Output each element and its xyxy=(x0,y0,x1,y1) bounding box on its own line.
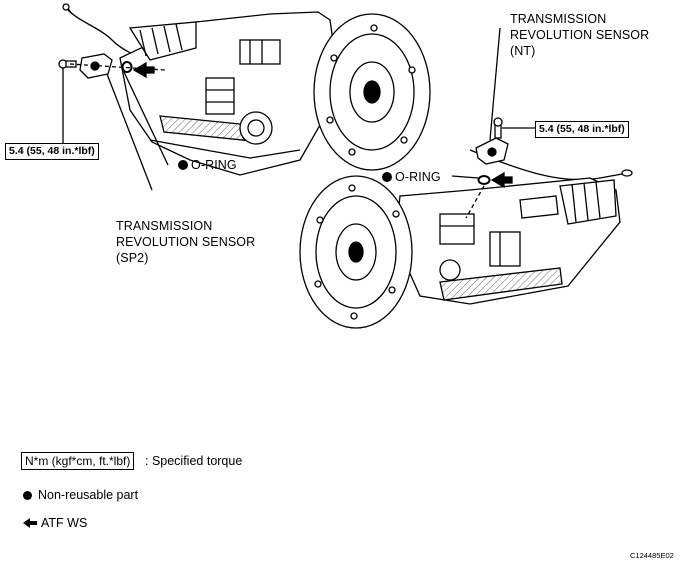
figure-code: C124485E02 xyxy=(630,551,674,560)
filled-dot-icon xyxy=(23,491,32,500)
lower-transmission-drawing xyxy=(299,149,633,329)
oring-label-left: O-RING xyxy=(178,157,237,173)
sensor-nt-label: TRANSMISSION REVOLUTION SENSOR (NT) xyxy=(510,12,650,58)
legend-torque-desc: : Specified torque xyxy=(145,454,243,468)
filled-dot-icon xyxy=(178,160,188,170)
legend-torque-box: N*m (kgf*cm, ft.*lbf) xyxy=(21,452,135,470)
sensor-sp2-label: TRANSMISSION REVOLUTION SENSOR (SP2) xyxy=(116,219,256,265)
upper-sensor-parts xyxy=(58,53,169,191)
lower-sensor-parts xyxy=(451,27,536,219)
filled-dot-icon xyxy=(382,172,392,182)
oring-label-right: O-RING xyxy=(382,169,441,185)
upper-transmission-drawing xyxy=(62,3,431,176)
legend-atf: ATF WS xyxy=(23,515,87,531)
arrow-left-icon xyxy=(23,518,37,528)
torque-callout-right: 5.4 (55, 48 in.*lbf) xyxy=(535,121,629,138)
legend-non-reusable: Non-reusable part xyxy=(23,487,138,503)
torque-callout-left: 5.4 (55, 48 in.*lbf) xyxy=(5,143,99,160)
